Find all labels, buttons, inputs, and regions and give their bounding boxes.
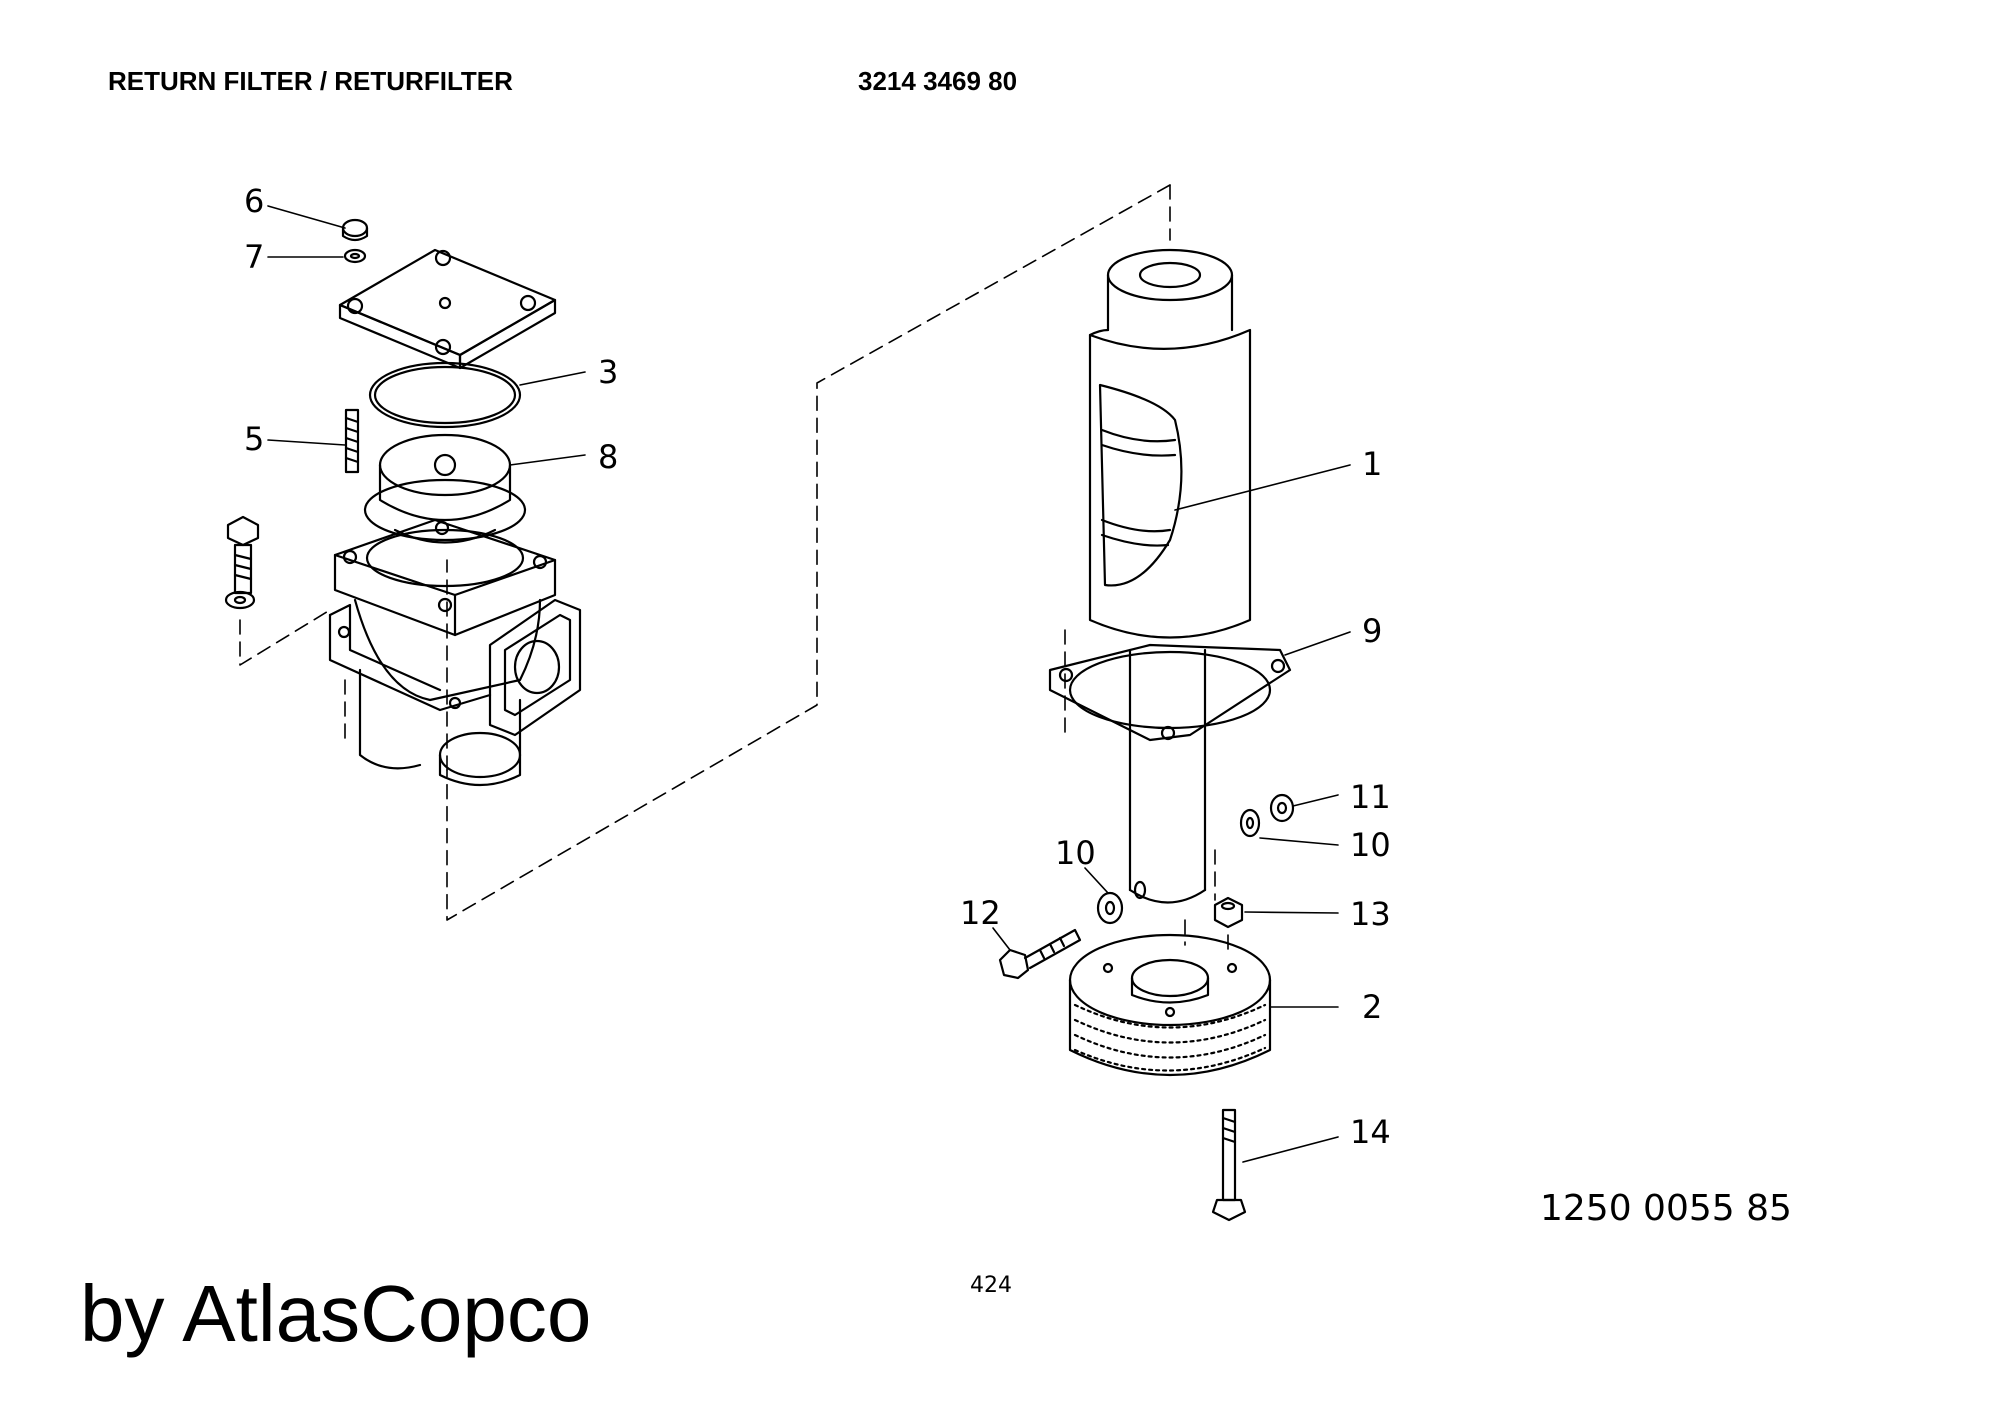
callout-3: 3 xyxy=(598,353,618,391)
filter-housing xyxy=(328,248,582,787)
callout-12: 12 xyxy=(960,894,1001,932)
strainer-item-2 xyxy=(1068,933,1272,1076)
callout-labels: 6 7 3 5 8 1 9 11 10 10 12 13 2 14 xyxy=(244,182,1391,1151)
bolt-item-14 xyxy=(1211,1108,1247,1222)
bolt-item-12 xyxy=(998,928,1082,980)
callout-11: 11 xyxy=(1350,778,1391,816)
housing-cover xyxy=(338,248,557,357)
stud-item-5 xyxy=(344,408,360,474)
callout-1: 1 xyxy=(1362,445,1382,483)
callout-2: 2 xyxy=(1362,988,1382,1026)
callout-10-right: 10 xyxy=(1350,826,1391,864)
filter-element-item-1 xyxy=(1088,248,1252,639)
bolt-left xyxy=(224,515,260,610)
callout-13: 13 xyxy=(1350,895,1391,933)
callout-5: 5 xyxy=(244,420,264,458)
assembly-dashed-lines xyxy=(239,184,1229,951)
leader-lines xyxy=(267,205,1351,1163)
nut-item-13 xyxy=(1213,896,1244,929)
callout-8: 8 xyxy=(598,438,618,476)
nut-item-6 xyxy=(341,218,369,242)
nut-item-11 xyxy=(1269,793,1295,823)
gasket-item-9 xyxy=(1048,643,1292,742)
washer-item-7 xyxy=(343,248,367,264)
o-ring xyxy=(368,361,522,429)
diagram-title: RETURN FILTER / RETURFILTER xyxy=(108,66,513,96)
callout-6: 6 xyxy=(244,182,264,220)
callout-9: 9 xyxy=(1362,612,1382,650)
callout-10-left: 10 xyxy=(1055,834,1096,872)
callout-14: 14 xyxy=(1350,1113,1391,1151)
atlascopco-watermark: by AtlasCopco xyxy=(80,1269,592,1358)
part-number: 3214 3469 80 xyxy=(858,66,1018,96)
filter-tube xyxy=(1128,648,1207,904)
drawing-number: 1250 0055 85 xyxy=(1540,1188,1792,1229)
page-number: 424 xyxy=(970,1273,1012,1298)
callout-7: 7 xyxy=(244,238,264,276)
washer-item-10-left xyxy=(1096,891,1124,925)
washer-item-10-right xyxy=(1239,808,1261,838)
